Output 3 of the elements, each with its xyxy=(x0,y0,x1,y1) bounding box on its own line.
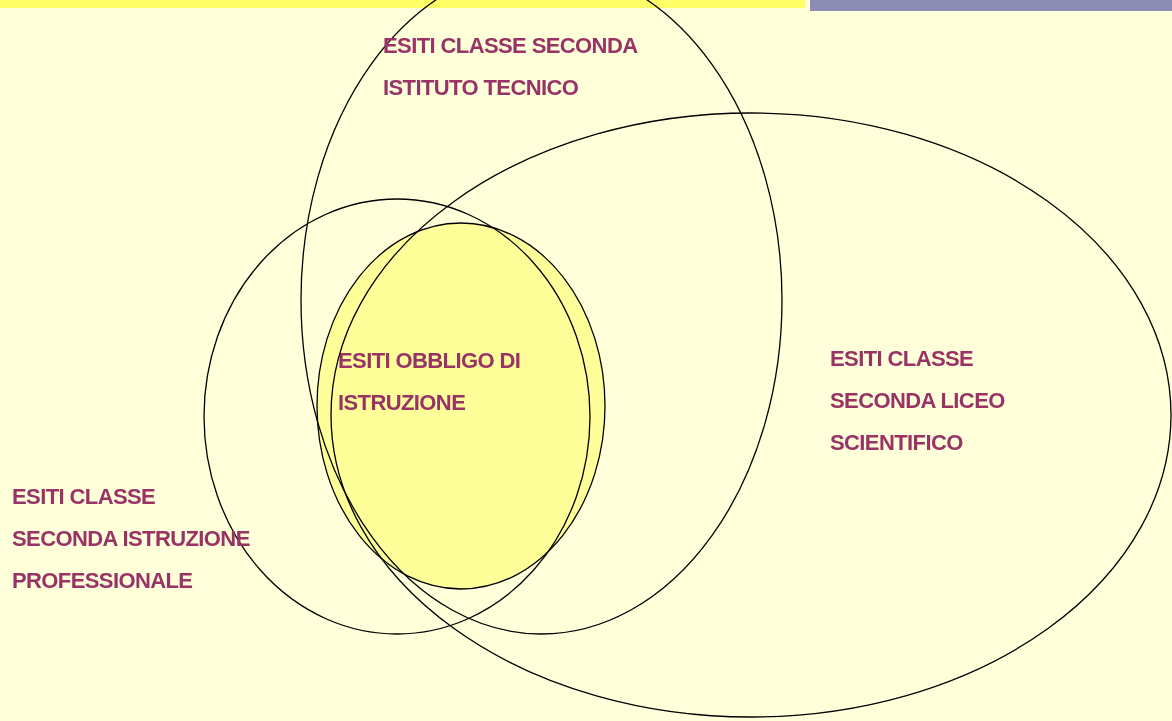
set-label: ESITI OBBLIGO DI ISTRUZIONE xyxy=(338,347,522,417)
set-label: ESITI CLASSE SECONDA ISTITUTO TECNICO xyxy=(383,32,639,102)
set-label: ESITI CLASSE SECONDA LICEO SCIENTIFICO xyxy=(830,345,1006,457)
